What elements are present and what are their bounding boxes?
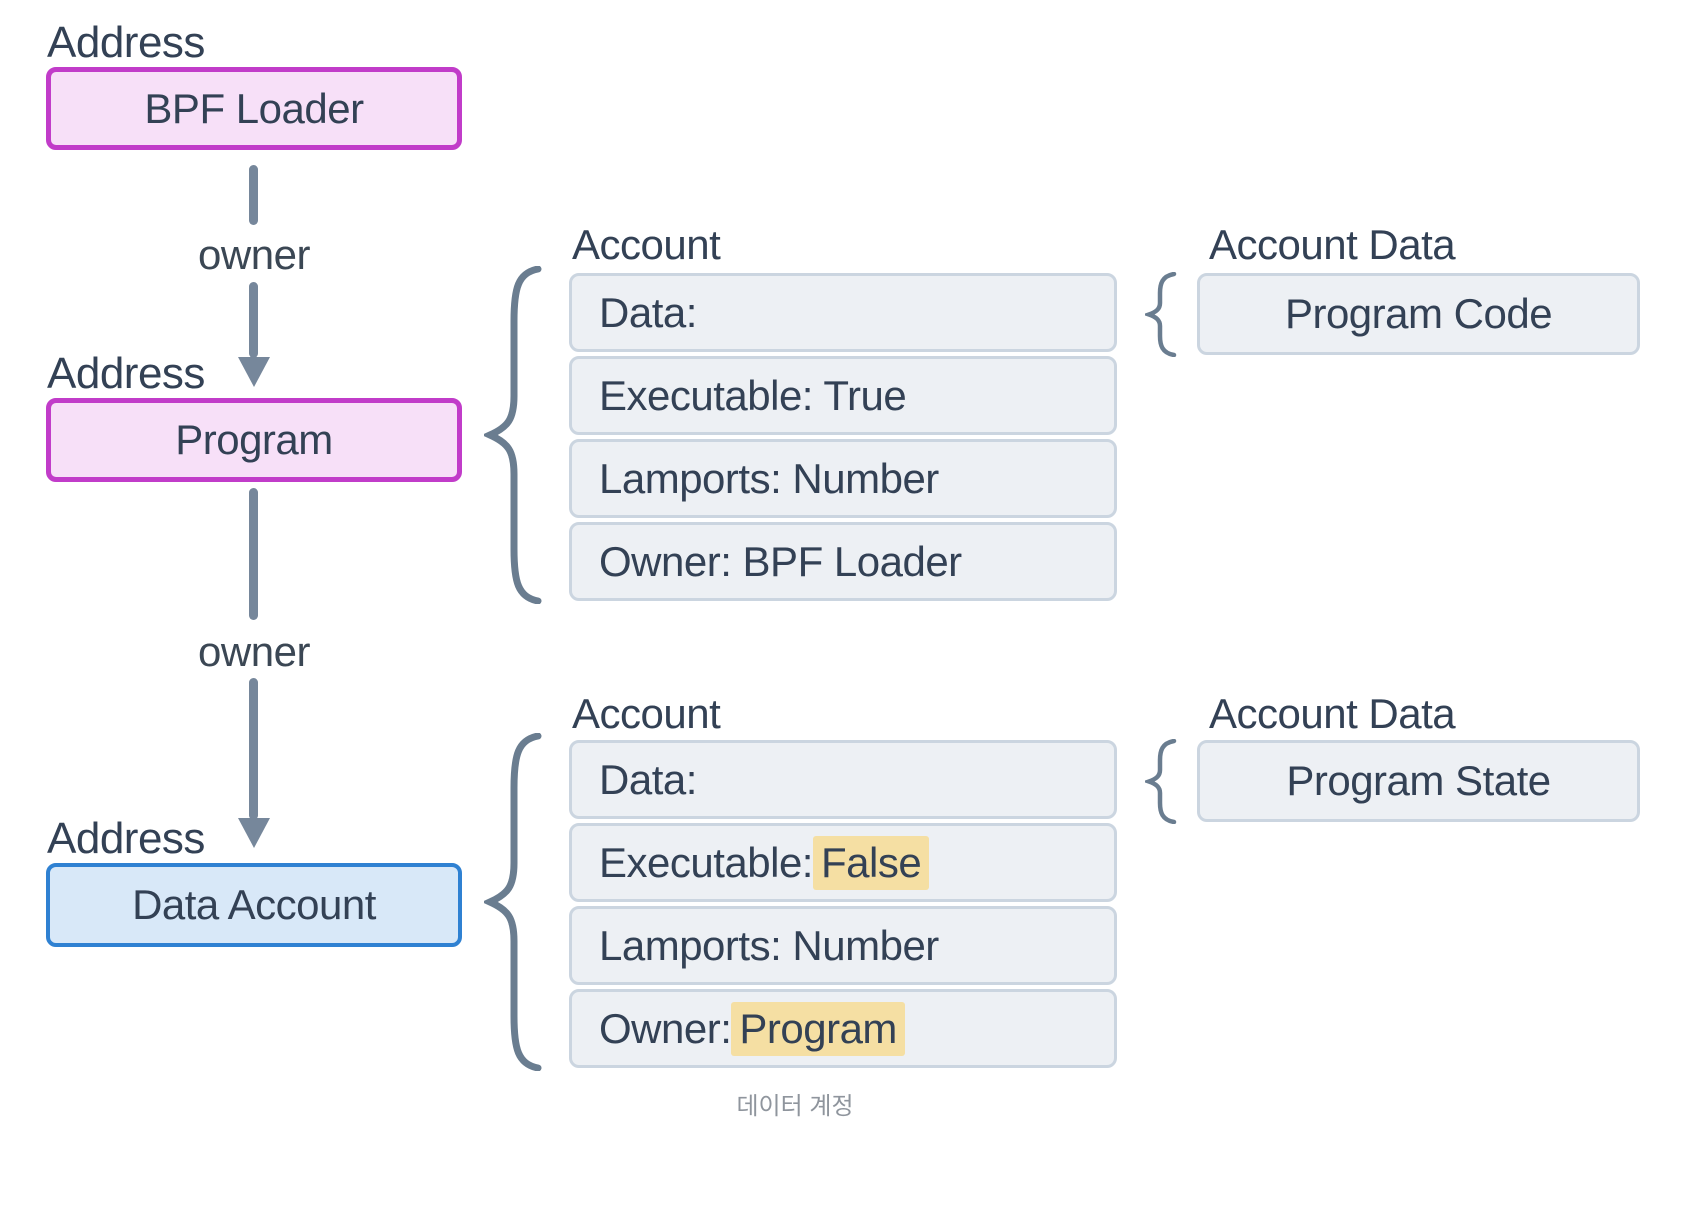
account-row-data: Data: xyxy=(569,273,1117,352)
account-row-data: Data: xyxy=(569,740,1117,819)
owner-arrow-2-segment-top xyxy=(249,488,258,620)
account-row-lamports: Lamports: Number xyxy=(569,906,1117,985)
account-row-lamports: Lamports: Number xyxy=(569,439,1117,518)
account-title-bottom: Account xyxy=(572,690,721,737)
row-text: Owner: xyxy=(599,1004,732,1052)
account-row-executable: Executable: True xyxy=(569,356,1117,435)
account-row-owner: Owner:Program xyxy=(569,989,1117,1068)
row-text: Lamports: Number xyxy=(599,454,939,502)
owner-label-2: owner xyxy=(198,628,310,675)
account-data-title-top: Account Data xyxy=(1209,221,1456,268)
brace-left-small-icon xyxy=(1145,739,1177,824)
diagram-caption: 데이터 계정 xyxy=(736,1093,854,1120)
owner-label-1: owner xyxy=(198,231,310,278)
program-state-box: Program State xyxy=(1197,740,1640,822)
bpf-loader-node: BPF Loader xyxy=(46,67,462,150)
account-row-owner: Owner: BPF Loader xyxy=(569,522,1117,601)
arrow-down-icon xyxy=(238,357,270,387)
arrow-down-icon xyxy=(238,818,270,848)
owner-arrow-1-segment-bottom xyxy=(249,282,258,358)
row-text: Lamports: Number xyxy=(599,921,939,969)
program-code-box: Program Code xyxy=(1197,273,1640,355)
owner-arrow-2-segment-bottom xyxy=(249,678,258,820)
program-node: Program xyxy=(46,398,462,482)
highlighted-value: Program xyxy=(731,1001,905,1056)
address-label-bpf-loader: Address xyxy=(47,18,205,67)
account-title-top: Account xyxy=(572,221,721,268)
account-row-executable: Executable:False xyxy=(569,823,1117,902)
row-text: Data: xyxy=(599,288,697,336)
account-data-title-bottom: Account Data xyxy=(1209,690,1456,737)
address-label-program: Address xyxy=(47,349,205,398)
row-text: Owner: BPF Loader xyxy=(599,537,962,585)
highlighted-value: False xyxy=(812,835,930,890)
brace-left-small-icon xyxy=(1145,272,1177,357)
brace-left-icon xyxy=(484,266,542,604)
data-account-node: Data Account xyxy=(46,863,462,947)
row-text: Executable: True xyxy=(599,371,907,419)
address-label-data-account: Address xyxy=(47,814,205,863)
brace-left-icon xyxy=(484,733,542,1071)
owner-arrow-1-segment-top xyxy=(249,165,258,225)
row-text: Executable: xyxy=(599,838,813,886)
row-text: Data: xyxy=(599,755,697,803)
